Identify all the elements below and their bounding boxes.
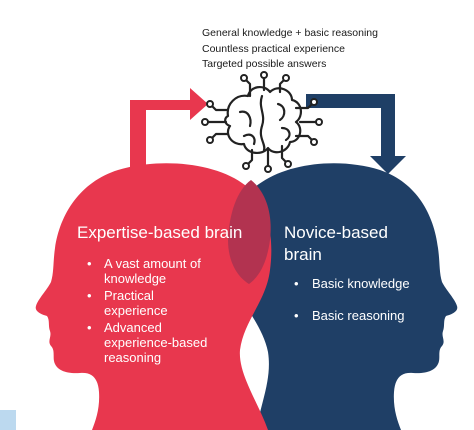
novice-brain-list: Basic knowledge Basic reasoning [284,276,444,323]
expert-item-knowledge: A vast amount of knowledge [77,256,214,286]
note-general-knowledge: General knowledge + basic reasoning [202,27,378,39]
expert-item-reasoning: Advanced experience-based reasoning [77,320,214,365]
brain-to-novice-arrow [306,94,406,174]
novice-head-silhouette [230,163,458,430]
expert-item-experience: Practical experience [77,288,214,318]
expert-brain-panel: Expertise-based brain A vast amount of k… [77,222,257,367]
note-targeted-answers: Targeted possible answers [202,58,327,70]
overlap-region [228,180,271,284]
note-practical-experience: Countless practical experience [202,42,345,55]
expert-brain-title: Expertise-based brain [77,223,243,242]
expert-to-brain-arrow [130,88,208,168]
circuit-nodes [201,71,323,173]
novice-brain-title: Novice-based brain [284,223,388,264]
novice-brain-panel: Novice-based brain Basic knowledge Basic… [284,222,444,340]
corner-accent [0,410,16,430]
novice-item-knowledge: Basic knowledge [284,276,444,291]
novice-item-reasoning: Basic reasoning [284,308,444,323]
expert-brain-list: A vast amount of knowledge Practical exp… [77,256,257,365]
brain-circuit-icon [206,76,318,168]
brain-inputs-notes: General knowledge + basic reasoning Coun… [202,26,464,73]
